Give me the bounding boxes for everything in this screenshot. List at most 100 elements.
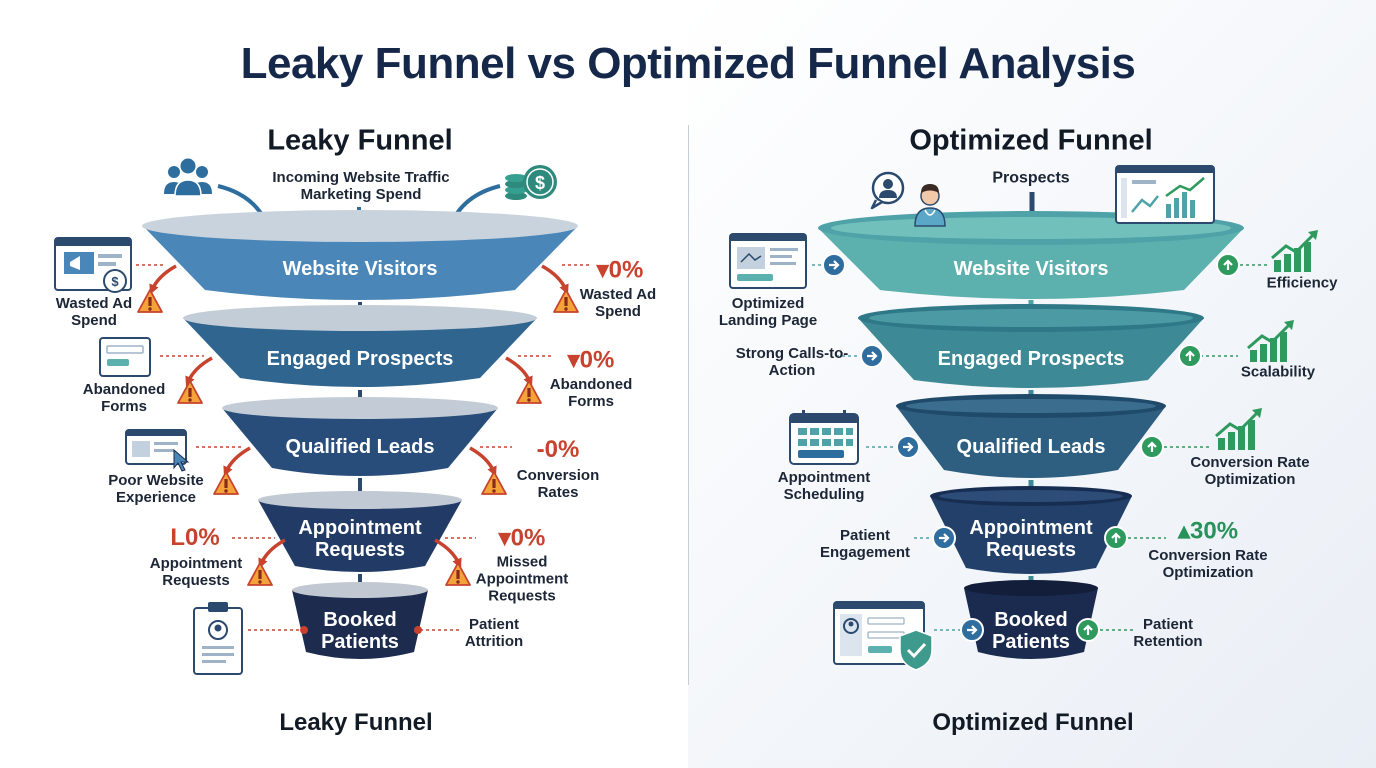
optimized-input-left-4: Patient Engagement bbox=[819, 527, 910, 561]
leaky-stage-2-rim bbox=[183, 305, 537, 331]
optimized-stage-1-label: Website Visitors bbox=[953, 258, 1109, 280]
growth-chart-icon bbox=[1214, 406, 1264, 452]
optimized-gain-right-4: Conversion Rate Optimization bbox=[1148, 547, 1268, 581]
leaky-title: Leaky Funnel bbox=[267, 124, 453, 157]
warning-icon bbox=[137, 289, 163, 313]
clipboard-patient-icon bbox=[193, 602, 243, 675]
leak-label-right-3: Conversion Rates bbox=[516, 467, 600, 501]
leak-dot-left bbox=[300, 626, 308, 634]
leaky-stage-3-label: Qualified Leads bbox=[285, 436, 435, 458]
leaky-stage-5-rim bbox=[292, 582, 428, 598]
center-divider bbox=[688, 125, 689, 685]
optimized-input-left-1: Optimized Landing Page bbox=[718, 295, 818, 329]
leak-label-left-4: Appointment Requests bbox=[149, 555, 243, 589]
leaky-stage-5-label: Booked Patients bbox=[321, 609, 399, 653]
form-icon bbox=[99, 337, 151, 377]
leaky-input-label: Incoming Website Traffic Marketing Spend bbox=[272, 169, 449, 203]
leak-pct-right-1: ▾0% bbox=[596, 256, 644, 284]
gain-leaders bbox=[1100, 264, 1268, 631]
svg-text:$: $ bbox=[535, 173, 545, 193]
optimized-funnel bbox=[729, 165, 1320, 671]
optimized-stage-3-shape bbox=[896, 406, 1166, 478]
leak-label-right-5: Patient Attrition bbox=[464, 616, 524, 650]
leak-pct-right-4: ▾0% bbox=[498, 524, 546, 552]
growth-chart-icon bbox=[1270, 228, 1320, 274]
optimized-input-left-3: Appointment Scheduling bbox=[777, 469, 871, 503]
leak-arrow-left-3 bbox=[223, 446, 251, 477]
leaky-footer: Leaky Funnel bbox=[279, 709, 433, 736]
arrow-right-badge-icon bbox=[895, 434, 921, 460]
leaky-stage-5-shape bbox=[292, 590, 428, 659]
growth-chart-icon bbox=[1246, 318, 1296, 364]
leak-label-right-2: Abandoned Forms bbox=[549, 376, 633, 410]
optimized-input-label: Prospects bbox=[992, 169, 1070, 187]
leaky-stage-1-rim bbox=[142, 210, 578, 242]
leak-label-left-2: Abandoned Forms bbox=[82, 381, 166, 415]
optimized-stage-5-label: Booked Patients bbox=[992, 609, 1070, 653]
leaky-input-line-1: Incoming Website Traffic bbox=[272, 169, 450, 186]
arrow-up-badge-icon bbox=[1103, 525, 1129, 551]
optimized-stage-3-inner bbox=[906, 399, 1156, 413]
leak-leaders bbox=[136, 264, 592, 631]
optimized-stage-2-inner bbox=[869, 309, 1193, 327]
leaky-stage-4-shape bbox=[258, 500, 462, 572]
leak-arrow-right-3 bbox=[469, 446, 497, 477]
leak-arrow-left-1 bbox=[149, 264, 177, 295]
arrow-right-badge-icon bbox=[931, 525, 957, 551]
optimized-gain-right-1: Efficiency bbox=[1266, 274, 1338, 292]
optimized-stage-2-shape bbox=[858, 318, 1204, 388]
money-icon: $ bbox=[505, 165, 557, 200]
leaky-funnel: $ $ bbox=[54, 158, 592, 675]
optimized-title: Optimized Funnel bbox=[909, 124, 1153, 157]
leak-arrow-left-2 bbox=[185, 356, 213, 387]
leak-arrow-right-1 bbox=[541, 264, 569, 295]
optimized-stage-2-label: Engaged Prospects bbox=[937, 348, 1125, 370]
secure-profile-icon bbox=[833, 601, 933, 671]
optimized-stage-5-shape bbox=[964, 588, 1098, 659]
doctor-icon bbox=[914, 184, 946, 227]
people-icon bbox=[164, 158, 212, 197]
leaky-stage-3-rim bbox=[222, 397, 498, 419]
leaky-stage-4-label: Appointment Requests bbox=[298, 517, 422, 561]
leak-pct-left-4: L0% bbox=[170, 524, 220, 551]
leaky-stage-3-shape bbox=[222, 408, 498, 476]
optimized-input-left-2: Strong Calls-to-Action bbox=[735, 345, 849, 379]
warning-icon bbox=[247, 562, 273, 586]
warning-icon bbox=[177, 380, 203, 404]
arrow-right-badge-icon bbox=[821, 252, 847, 278]
ad-screen-icon: $ bbox=[54, 237, 132, 293]
optimized-stage-4-label: Appointment Requests bbox=[969, 517, 1093, 561]
leaky-stage-1-shape bbox=[143, 226, 578, 300]
optimized-gain-right-3: Conversion Rate Optimization bbox=[1190, 454, 1310, 488]
leak-label-left-1: Wasted Ad Spend bbox=[55, 295, 133, 329]
leak-arrow-right-4 bbox=[434, 538, 462, 569]
landing-page-icon bbox=[729, 233, 807, 289]
browser-cursor-icon bbox=[125, 429, 190, 472]
leak-pct-right-3: -0% bbox=[536, 436, 580, 463]
svg-text:$: $ bbox=[111, 274, 119, 289]
arrow-up-badge-icon bbox=[1215, 252, 1241, 278]
leaky-stage-2-shape bbox=[183, 318, 537, 387]
arrow-up-badge-icon bbox=[1177, 343, 1203, 369]
arrow-up-badge-icon bbox=[1139, 434, 1165, 460]
optimized-gain-pct-4: ▴30% bbox=[1177, 517, 1239, 545]
optimized-stage-3-label: Qualified Leads bbox=[956, 436, 1106, 458]
leak-arrow-left-4 bbox=[258, 538, 286, 569]
leak-arrow-right-2 bbox=[505, 356, 533, 387]
calendar-icon bbox=[789, 410, 859, 465]
warning-icon bbox=[481, 471, 507, 495]
leak-label-right-4: Missed Appointment Requests bbox=[475, 553, 569, 605]
warning-icon bbox=[516, 380, 542, 404]
optimized-stage-1-shape bbox=[818, 228, 1244, 299]
optimized-gain-right-5: Patient Retention bbox=[1133, 616, 1203, 650]
leaky-input-line-2: Marketing Spend bbox=[300, 186, 422, 203]
warning-icon bbox=[213, 471, 239, 495]
optimized-footer: Optimized Funnel bbox=[932, 709, 1134, 736]
page-title: Leaky Funnel vs Optimized Funnel Analysi… bbox=[240, 39, 1136, 88]
input-leaders bbox=[812, 264, 962, 631]
analytics-dashboard-icon bbox=[1115, 165, 1215, 224]
optimized-stage-5-rim bbox=[964, 580, 1098, 596]
chat-user-icon bbox=[870, 171, 905, 210]
